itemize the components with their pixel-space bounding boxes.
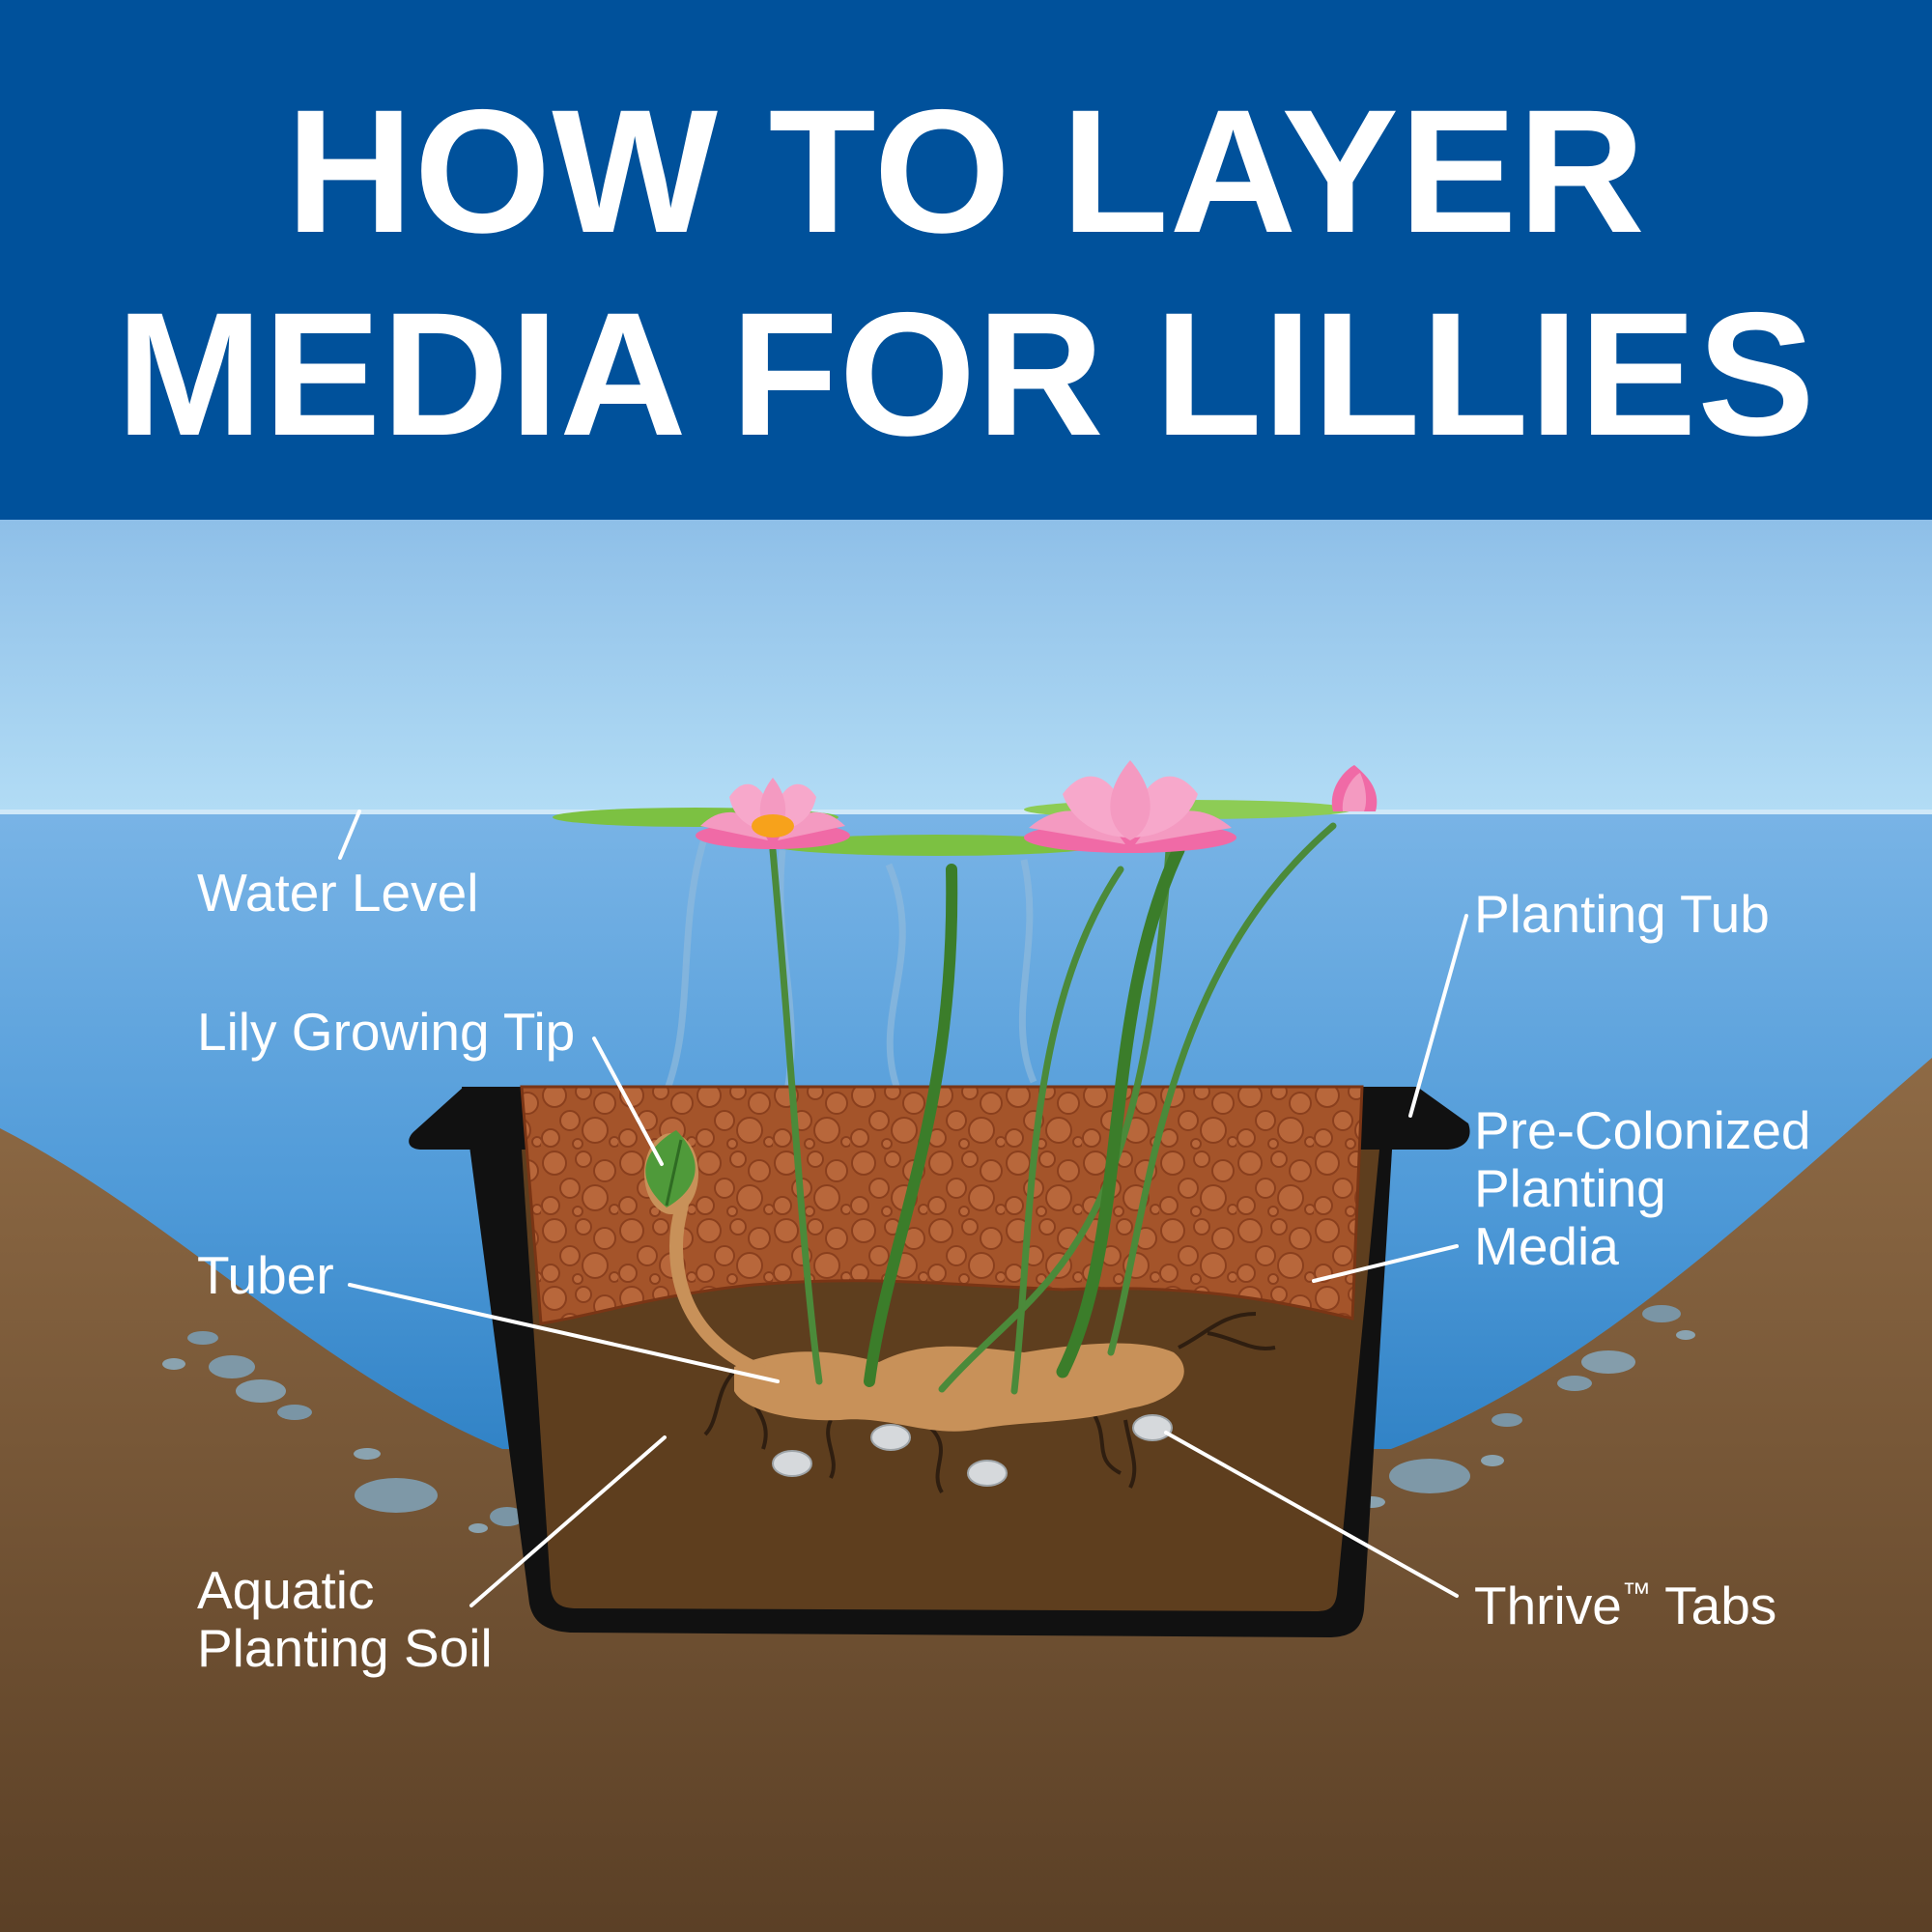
leader-growing-tip xyxy=(592,1037,664,1166)
tablet-icon xyxy=(967,1460,1008,1487)
label-pre-colonized-media: Pre-Colonized Planting Media xyxy=(1474,1101,1811,1275)
pebble-icon xyxy=(490,1507,525,1526)
leader-lines xyxy=(338,810,1468,1607)
label-water-level: Water Level xyxy=(197,863,479,923)
leader-tuber xyxy=(348,1283,780,1383)
leader-water-level xyxy=(338,810,361,860)
label-lily-growing-tip: Lily Growing Tip xyxy=(197,1002,576,1062)
pebble-icon xyxy=(209,1355,255,1378)
pebble-icon xyxy=(354,1448,381,1460)
tablet-icon xyxy=(870,1424,911,1451)
title-line-2: MEDIA FOR LILLIES xyxy=(116,275,1816,472)
thrive-tabs xyxy=(772,1414,1173,1487)
label-aquatic-line-2: Planting Soil xyxy=(197,1618,493,1678)
tablet-icon xyxy=(772,1450,812,1477)
leader-media xyxy=(1312,1244,1459,1283)
pebble-icon xyxy=(469,1523,488,1533)
label-aquatic-planting-soil: Aquatic Planting Soil xyxy=(197,1561,493,1677)
pebbles xyxy=(162,1305,1695,1533)
leader-planting-tub xyxy=(1408,914,1468,1118)
lily-growing-tip xyxy=(645,1130,696,1208)
label-planting-tub: Planting Tub xyxy=(1474,884,1770,944)
label-media-line-3: Media xyxy=(1474,1216,1619,1276)
pebble-icon xyxy=(1389,1459,1470,1493)
lotus-icon xyxy=(1024,760,1236,853)
pebble-icon xyxy=(187,1331,218,1345)
sky xyxy=(0,520,1932,811)
media-layer xyxy=(520,1085,1364,1325)
tablet-icon xyxy=(1132,1414,1173,1441)
pebble-icon xyxy=(1481,1455,1504,1466)
pebble-icon xyxy=(1557,1376,1592,1391)
pebble-icon xyxy=(355,1478,438,1513)
pebble-icon xyxy=(1676,1330,1695,1340)
trademark-symbol: ™ xyxy=(1621,1577,1651,1609)
label-thrive-tabs: Thrive™ Tabs xyxy=(1474,1565,1776,1634)
leader-aquatic-soil xyxy=(469,1435,667,1607)
lily-pad-icon xyxy=(773,835,1101,856)
lotus-bud-icon xyxy=(1331,765,1378,811)
label-media-line-2: Planting xyxy=(1474,1158,1666,1218)
pebble-icon xyxy=(162,1358,185,1370)
pebble-icon xyxy=(1581,1350,1635,1374)
water-surface-line xyxy=(0,810,1932,814)
pebble-icon xyxy=(236,1379,286,1403)
pebble-icon xyxy=(277,1405,312,1420)
label-thrive-name: Thrive xyxy=(1474,1576,1622,1635)
title-line-1: HOW TO LAYER xyxy=(286,72,1646,270)
lotus-icon xyxy=(696,778,850,849)
leader-thrive xyxy=(1164,1431,1459,1598)
pebble-icon xyxy=(1642,1305,1681,1322)
title-banner: HOW TO LAYER MEDIA FOR LILLIES xyxy=(0,0,1932,520)
lily-stems xyxy=(769,822,1337,1395)
pond-cross-section xyxy=(0,520,1932,1932)
label-aquatic-line-1: Aquatic xyxy=(197,1560,375,1620)
pebble-icon xyxy=(1492,1413,1522,1427)
label-thrive-suffix: Tabs xyxy=(1650,1576,1777,1635)
label-tuber: Tuber xyxy=(197,1245,334,1305)
label-media-line-1: Pre-Colonized xyxy=(1474,1100,1811,1160)
